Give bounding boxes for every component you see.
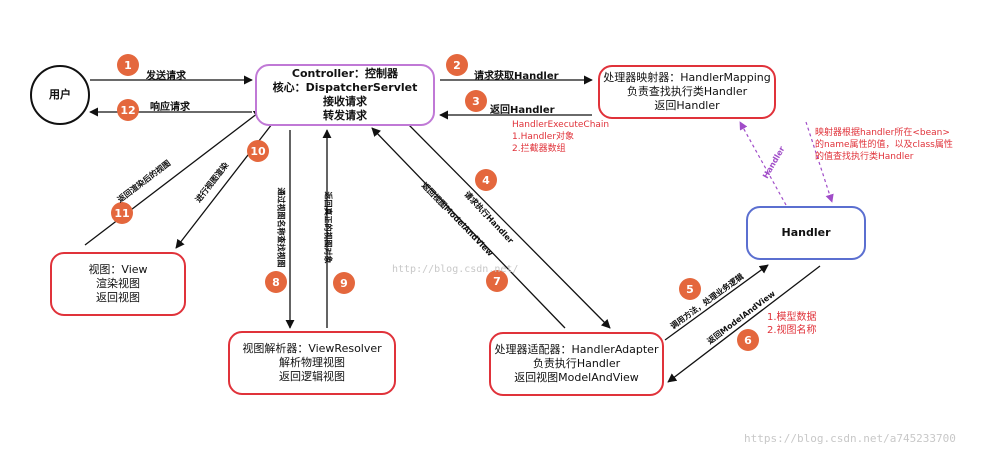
step-7-badge: 7 bbox=[486, 270, 508, 292]
step-12-badge: 12 bbox=[117, 99, 139, 121]
step-4-badge: 4 bbox=[475, 169, 497, 191]
step-3-badge: 3 bbox=[465, 90, 487, 112]
view-resolver-return: 返回逻辑视图 bbox=[279, 370, 345, 383]
corner-watermark: https://blog.csdn.net/a745233700 bbox=[744, 432, 956, 445]
mapping-note-line3: 的值查找执行类Handler bbox=[815, 152, 914, 162]
mapping-note-line1: 映射器根据handler所在<bean> bbox=[815, 128, 950, 138]
handler-mapping-return: 返回Handler bbox=[654, 99, 720, 112]
arrow-call-method bbox=[664, 264, 769, 341]
arrow-return-modelandview bbox=[371, 127, 566, 329]
model-note-data: 1.模型数据 bbox=[767, 312, 817, 323]
view-node: 视图：View 渲染视图 返回视图 bbox=[50, 252, 186, 316]
handler-adapter-return: 返回视图ModelAndView bbox=[514, 371, 639, 384]
user-label: 用户 bbox=[49, 88, 71, 101]
chain-note-interceptors: 2.拦截器数组 bbox=[512, 144, 566, 154]
step-8-label: 通过视图名称查找视图 bbox=[276, 187, 286, 268]
arrow-handler-link-down bbox=[805, 121, 834, 203]
controller-receive: 接收请求 bbox=[323, 95, 367, 108]
handler-adapter-node: 处理器适配器：HandlerAdapter 负责执行Handler 返回视图Mo… bbox=[489, 332, 664, 396]
chain-note-title: HandlerExecuteChain bbox=[512, 120, 610, 130]
controller-title: Controller：控制器 bbox=[291, 67, 399, 80]
arrow-execute-handler bbox=[407, 123, 611, 329]
arrow-return-rendered-view bbox=[84, 109, 263, 246]
arrow-handler-link-up bbox=[739, 121, 787, 206]
view-return: 返回视图 bbox=[96, 291, 140, 304]
step-10-badge: 10 bbox=[247, 140, 269, 162]
chain-note-handler: 1.Handler对象 bbox=[512, 132, 575, 142]
step-12-label: 响应请求 bbox=[150, 102, 190, 113]
handler-adapter-title: 处理器适配器：HandlerAdapter bbox=[494, 343, 659, 356]
view-render: 渲染视图 bbox=[96, 277, 140, 290]
model-note: 1.模型数据 2.视图名称 bbox=[767, 311, 817, 337]
step-11-badge: 11 bbox=[111, 202, 133, 224]
model-note-viewname: 2.视图名称 bbox=[767, 325, 817, 336]
step-5-badge: 5 bbox=[679, 278, 701, 300]
view-resolver-parse: 解析物理视图 bbox=[279, 356, 345, 369]
step-6-badge: 6 bbox=[737, 329, 759, 351]
controller-forward: 转发请求 bbox=[323, 109, 367, 122]
handler-mapping-desc: 负责查找执行类Handler bbox=[626, 85, 748, 98]
center-watermark: http://blog.csdn.net/ bbox=[392, 264, 519, 275]
handler-node: Handler bbox=[746, 206, 866, 260]
chain-note: HandlerExecuteChain 1.Handler对象 2.拦截器数组 bbox=[512, 119, 609, 155]
view-title: 视图：View bbox=[88, 263, 148, 276]
arrow-return-mav-handler bbox=[667, 265, 821, 383]
user-node: 用户 bbox=[30, 65, 90, 125]
handler-title: Handler bbox=[781, 226, 831, 239]
view-resolver-node: 视图解析器：ViewResolver 解析物理视图 返回逻辑视图 bbox=[228, 331, 396, 395]
step-9-label: 返回真正的视图对象 bbox=[323, 191, 333, 264]
step-3-label: 返回Handler bbox=[490, 105, 555, 116]
step-1-label: 发送请求 bbox=[146, 71, 186, 82]
handler-mapping-title: 处理器映射器：HandlerMapping bbox=[603, 71, 771, 84]
controller-core: 核心：DispatcherServlet bbox=[272, 81, 418, 94]
mapping-note: 映射器根据handler所在<bean> 的name属性的值，以及class属性… bbox=[815, 127, 953, 163]
step-2-badge: 2 bbox=[446, 54, 468, 76]
handler-mapping-node: 处理器映射器：HandlerMapping 负责查找执行类Handler 返回H… bbox=[598, 65, 776, 119]
view-resolver-title: 视图解析器：ViewResolver bbox=[242, 342, 382, 355]
step-1-badge: 1 bbox=[117, 54, 139, 76]
step-9-badge: 9 bbox=[333, 272, 355, 294]
handler-adapter-exec: 负责执行Handler bbox=[532, 357, 621, 370]
step-2-label: 请求获取Handler bbox=[474, 71, 559, 82]
mapping-note-line2: 的name属性的值，以及class属性 bbox=[815, 140, 953, 150]
step-8-badge: 8 bbox=[265, 271, 287, 293]
controller-node: Controller：控制器 核心：DispatcherServlet 接收请求… bbox=[255, 64, 435, 126]
